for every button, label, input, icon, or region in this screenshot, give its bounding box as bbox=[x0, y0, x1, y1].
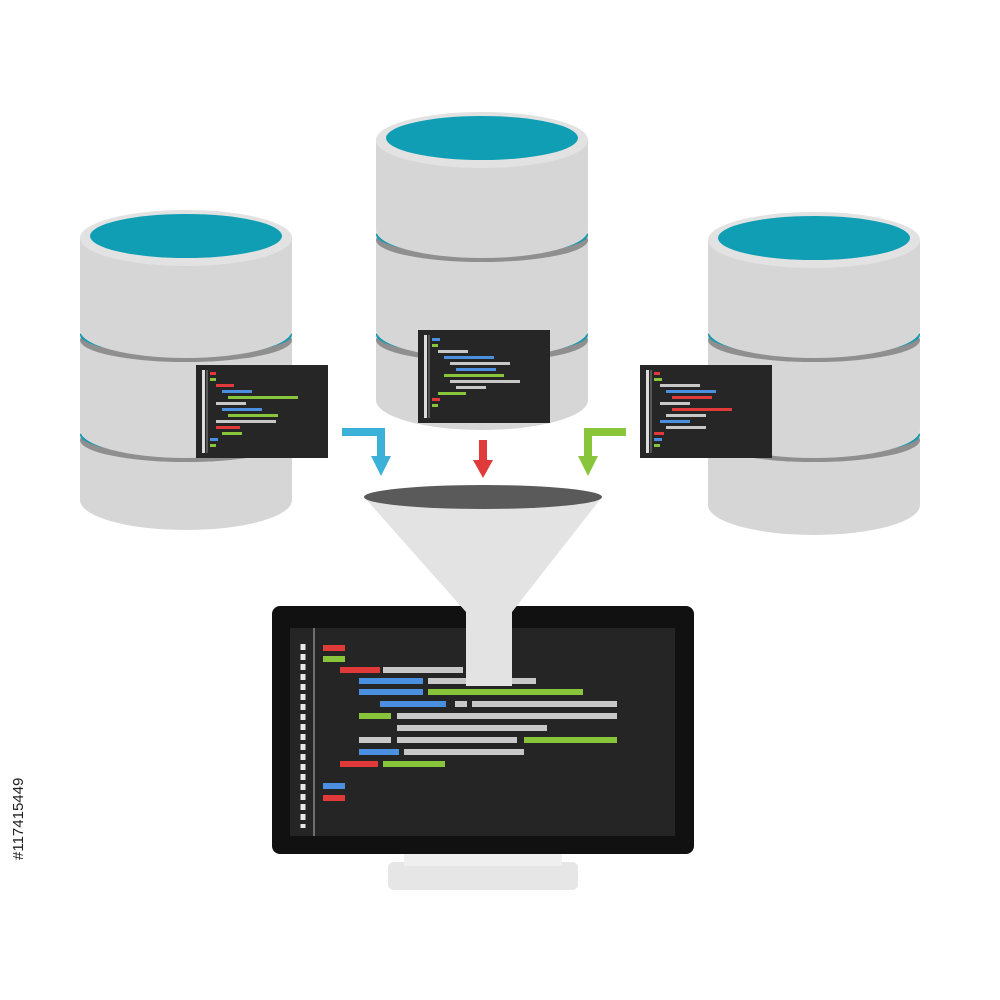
code-panel-right bbox=[640, 365, 772, 458]
arrow-blue-icon bbox=[342, 428, 391, 476]
arrow-red-icon bbox=[473, 440, 493, 478]
stock-id-text: #117415449 bbox=[10, 777, 27, 860]
database-icon-left bbox=[80, 210, 292, 530]
arrow-green-icon bbox=[578, 428, 626, 476]
code-panel-left bbox=[196, 365, 328, 458]
funnel-icon bbox=[364, 485, 602, 686]
code-panel-center bbox=[418, 330, 550, 423]
database-icon-right bbox=[708, 212, 920, 535]
